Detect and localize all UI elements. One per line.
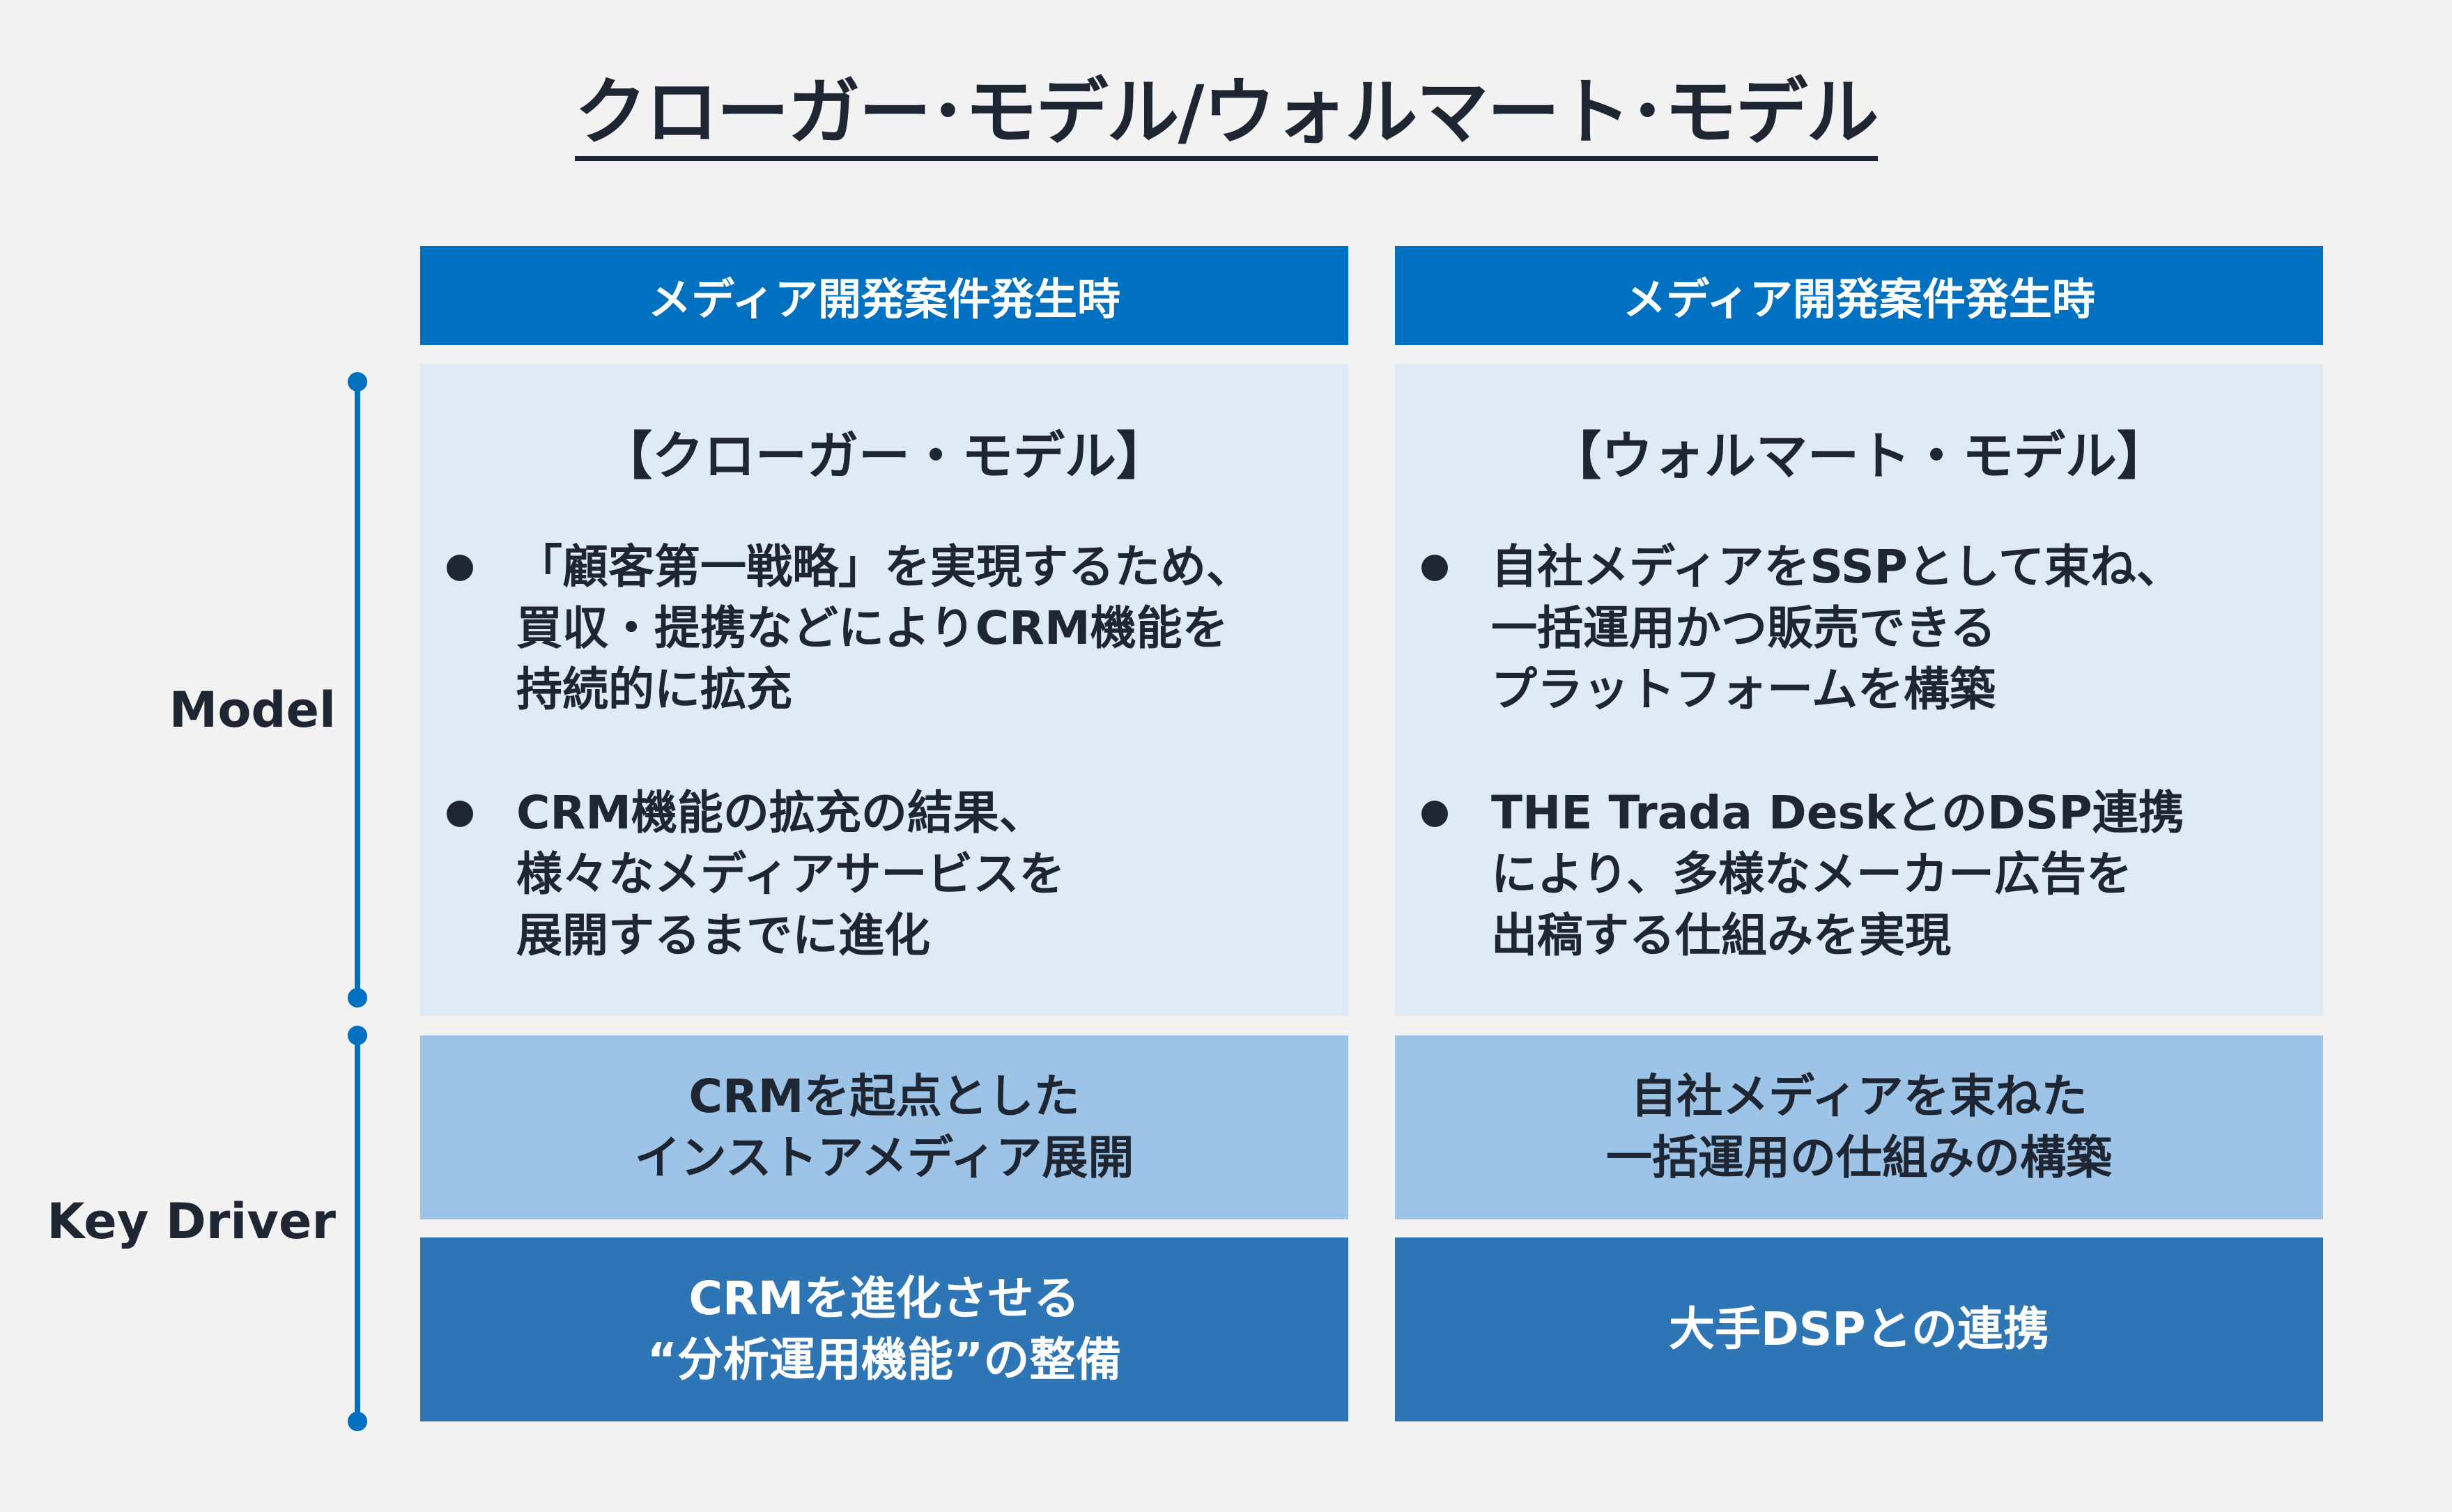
bullet-line: プラットフォームを構築	[1491, 663, 1996, 716]
column-header-walmart: メディア開発案件発生時	[1395, 246, 2323, 345]
bullet-dot	[1421, 801, 1448, 827]
key-driver-line: CRMを起点とした	[688, 1070, 1080, 1123]
key-driver-bracket-line	[355, 1035, 360, 1421]
bullet-dot	[447, 555, 473, 581]
key-driver-bracket-top-dot	[348, 1026, 367, 1045]
key-driver-line: “分析運用機能”の整備	[647, 1333, 1122, 1387]
bullet-line: 自社メディアをSSPとして束ね、	[1491, 540, 2182, 594]
key-driver-line: 大手DSPとの連携	[1668, 1302, 2050, 1356]
bullet-line: 展開するまでに進化	[516, 909, 930, 962]
key-driver-1-walmart: 自社メディアを束ねた 一括運用の仕組みの構築	[1395, 1035, 2323, 1219]
bullet-line: 出稿する仕組みを実現	[1491, 909, 1951, 962]
model-panel-walmart: 【ウォルマート・モデル】 自社メディアをSSPとして束ね、 一括運用かつ販売でき…	[1395, 364, 2323, 1016]
bullet-line: 持続的に拡充	[516, 663, 792, 716]
key-driver-line: 自社メディアを束ねた	[1630, 1070, 2088, 1123]
bullet-line: 「顧客第一戦略」を実現するため、	[516, 540, 1252, 594]
bullet-walmart-1: 自社メディアをSSPとして束ね、 一括運用かつ販売できる プラットフォームを構築	[1395, 537, 2323, 725]
model-title-walmart: 【ウォルマート・モデル】	[1550, 426, 2168, 486]
model-bracket-line	[355, 382, 360, 998]
bullet-line: CRM機能の拡充の結果、	[516, 786, 1045, 840]
bullet-line: THE Trada DeskとのDSP連携	[1491, 786, 2184, 840]
bullet-dot	[1421, 555, 1448, 581]
column-header-kroger: メディア開発案件発生時	[420, 246, 1348, 345]
bullet-line: 一括運用かつ販売できる	[1491, 601, 1996, 655]
model-bracket-bottom-dot	[348, 988, 367, 1008]
row-label-model: Model	[169, 681, 336, 739]
bullet-kroger-2: CRM機能の拡充の結果、 様々なメディアサービスを 展開するまでに進化	[420, 782, 1348, 971]
bullet-kroger-1: 「顧客第一戦略」を実現するため、 買収・提携などによりCRM機能を 持続的に拡充	[420, 537, 1348, 725]
bullet-dot	[447, 801, 473, 827]
key-driver-line: CRMを進化させる	[688, 1272, 1080, 1325]
model-bracket-top-dot	[348, 372, 367, 392]
key-driver-bracket-bottom-dot	[348, 1412, 367, 1431]
model-title-kroger: 【クローガー・モデル】	[601, 426, 1168, 486]
bullet-line: 買収・提携などによりCRM機能を	[516, 601, 1228, 655]
key-driver-line: インストアメディア展開	[634, 1131, 1134, 1185]
bullet-walmart-2: THE Trada DeskとのDSP連携 により、多様なメーカー広告を 出稿す…	[1395, 782, 2323, 971]
key-driver-2-kroger: CRMを進化させる “分析運用機能”の整備	[420, 1237, 1348, 1421]
key-driver-line: 一括運用の仕組みの構築	[1606, 1131, 2112, 1185]
key-driver-1-kroger: CRMを起点とした インストアメディア展開	[420, 1035, 1348, 1219]
page-title: クローガー･モデル/ウォルマート･モデル	[0, 70, 2452, 162]
model-panel-kroger: 【クローガー・モデル】 「顧客第一戦略」を実現するため、 買収・提携などによりC…	[420, 364, 1348, 1016]
row-label-key-driver: Key Driver	[47, 1193, 336, 1250]
bullet-line: 様々なメディアサービスを	[516, 847, 1065, 901]
key-driver-2-walmart: 大手DSPとの連携	[1395, 1237, 2323, 1421]
bullet-line: により、多様なメーカー広告を	[1491, 847, 2133, 901]
